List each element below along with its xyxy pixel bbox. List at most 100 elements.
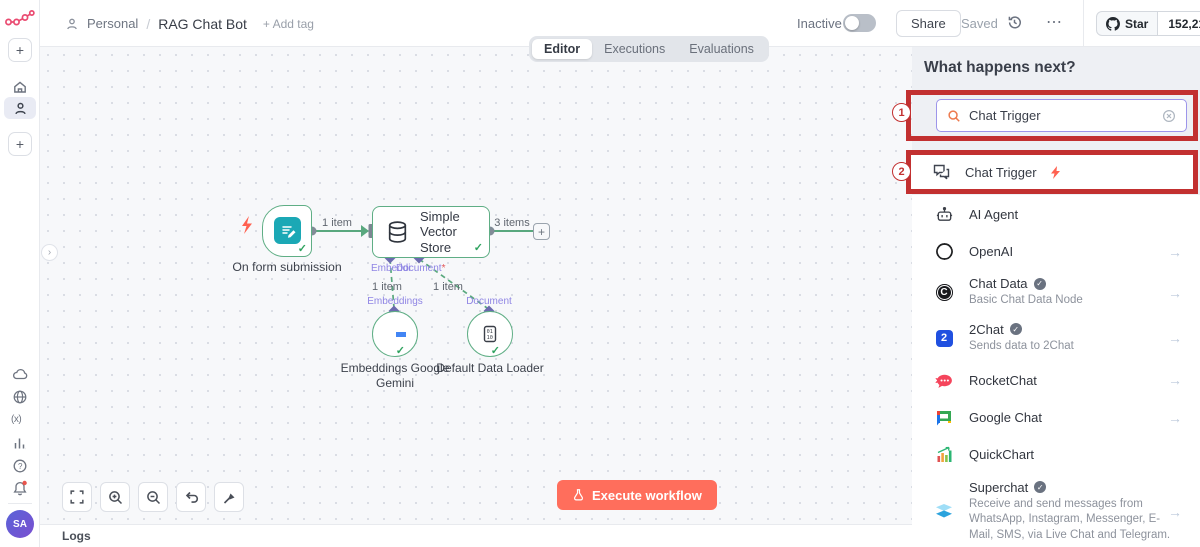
zoom-in-button[interactable] [100,482,130,512]
connection-count: 1 item [372,281,402,293]
svg-text:01: 01 [487,329,493,335]
breadcrumb-separator: / [146,15,151,32]
zoom-to-fit-button[interactable] [62,482,92,512]
tab-evaluations[interactable]: Evaluations [689,42,754,56]
form-icon [274,217,301,244]
breadcrumb-project[interactable]: Personal [87,16,139,31]
node-label: Embeddings Google Gemini [340,361,450,390]
clear-search-icon[interactable] [1162,109,1176,123]
zoom-out-button[interactable] [138,482,168,512]
node-search-field[interactable] [936,99,1187,132]
robot-icon [934,205,954,224]
google-chat-icon [934,409,954,427]
notifications-bell-icon[interactable] [12,480,28,497]
2chat-icon: 2 [934,329,954,347]
chevron-right-icon[interactable]: → [1168,330,1182,346]
rocketchat-icon [934,372,954,389]
success-check-icon: ✓ [473,242,483,254]
tidy-up-button[interactable] [214,482,244,512]
list-item-2chat[interactable]: 2 2Chat✓ Sends data to 2Chat → [912,315,1200,361]
trigger-bolt-icon [1050,165,1061,179]
add-project-button[interactable]: + [8,132,32,156]
divider [8,503,32,504]
chevron-right-icon[interactable]: → [1168,503,1182,520]
chevron-right-icon[interactable]: → [1168,243,1182,260]
github-icon [1106,16,1120,31]
workflow-canvas[interactable] [40,47,912,524]
list-item-superchat[interactable]: Superchat✓ Receive and send messages fro… [912,473,1200,547]
execute-workflow-button[interactable]: Execute workflow [557,480,717,510]
node-embeddings-google-gemini[interactable]: ✓ [372,311,418,357]
user-avatar[interactable]: SA [6,510,34,538]
google-g-icon [385,324,406,344]
home-icon[interactable] [12,79,28,95]
verified-badge-icon: ✓ [1009,323,1022,336]
verified-badge-icon: ✓ [1033,277,1046,290]
divider [1083,0,1084,46]
success-check-icon: ✓ [395,345,405,357]
help-icon[interactable]: ? [12,458,28,474]
node-simple-vector-store[interactable]: Simple Vector Store ✓ [372,206,490,258]
node-label: On form submission [232,260,342,274]
search-icon [947,109,961,123]
variables-icon[interactable]: (x) [11,414,22,425]
saved-status: Saved [961,16,998,31]
create-workflow-button[interactable]: + [8,38,32,62]
tab-editor[interactable]: Editor [532,39,593,59]
database-icon [385,219,410,245]
subnode-port-document: Document [466,296,512,307]
cloud-admin-icon[interactable] [12,366,28,382]
activate-toggle[interactable] [843,14,876,32]
n8n-logo-icon[interactable] [4,7,36,29]
connection-count: 1 item [433,281,463,293]
annotation-number-2: 2 [892,162,911,181]
port-label-document: Document* [396,263,446,274]
list-item-ai-agent[interactable]: AI Agent [912,195,1200,233]
connection-count: 1 item [322,217,352,229]
chat-data-icon: C [934,284,954,301]
svg-text:10: 10 [487,335,493,341]
chevron-right-icon[interactable]: → [1168,372,1182,388]
node-item-label: Chat Trigger [965,164,1037,180]
share-button[interactable]: Share [896,10,961,37]
expand-panel-chevron[interactable]: › [41,244,58,261]
list-item-rocketchat[interactable]: RocketChat → [912,361,1200,399]
more-options-button[interactable]: ⋯ [1046,14,1062,31]
list-item-google-chat[interactable]: Google Chat → [912,399,1200,436]
workflow-name[interactable]: RAG Chat Bot [158,15,247,32]
superchat-icon [934,503,954,520]
star-count: 152,211 [1158,11,1200,36]
panel-title: What happens next? [924,59,1076,76]
tab-executions[interactable]: Executions [604,42,666,56]
annotation-box-2[interactable]: Chat Trigger [906,150,1198,194]
quickchart-icon [934,446,954,463]
list-item-openai[interactable]: OpenAI → [912,233,1200,270]
subnode-port-embeddings: Embeddings [367,296,423,307]
insights-icon[interactable] [12,435,28,451]
node-search-input[interactable] [969,108,1154,123]
sidebar-item-personal[interactable] [4,97,36,119]
add-node-button[interactable]: + [533,223,550,240]
logs-panel-header[interactable]: Logs [40,524,912,547]
verified-badge-icon: ✓ [1034,481,1047,494]
chevron-right-icon[interactable]: → [1168,284,1182,301]
add-tag-button[interactable]: + Add tag [262,16,314,31]
breadcrumb: Personal / RAG Chat Bot + Add tag [65,0,314,47]
list-item-quickchart[interactable]: QuickChart [912,436,1200,473]
list-item-chat-data[interactable]: C Chat Data✓ Basic Chat Data Node → [912,270,1200,315]
status-label: Inactive [797,16,842,31]
success-check-icon: ✓ [490,345,500,357]
openai-icon [934,242,954,261]
github-star-widget[interactable]: Star 152,211 [1096,11,1200,36]
chevron-right-icon[interactable]: → [1168,409,1182,426]
app-sidebar: + + (x) ? SA [0,0,40,547]
history-icon[interactable] [1006,14,1023,31]
star-label: Star [1125,16,1149,31]
node-on-form-submission[interactable]: ✓ [262,205,312,257]
undo-button[interactable] [176,482,206,512]
templates-icon[interactable] [12,389,28,405]
flask-icon [572,488,585,502]
svg-text:?: ? [18,462,23,471]
